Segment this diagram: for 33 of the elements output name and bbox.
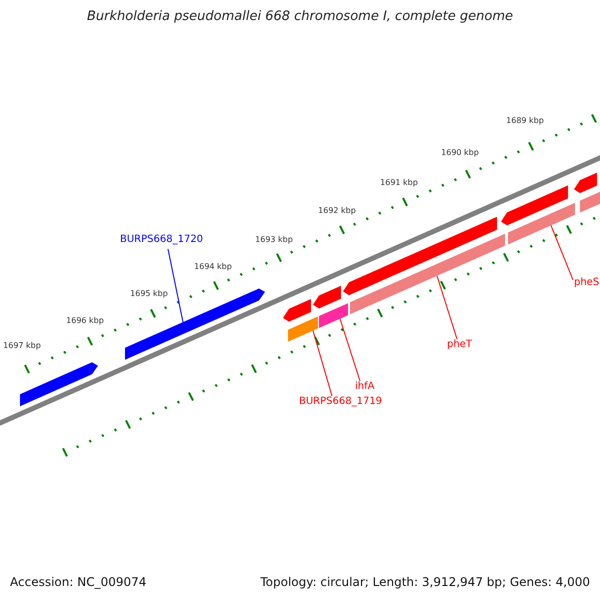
gene-label: ihfA (355, 381, 374, 392)
scale-label: 1697 kbp (3, 342, 41, 351)
scale-label: 1689 kbp (506, 117, 544, 126)
scale-label: 1695 kbp (130, 290, 168, 299)
genome-info-text: Topology: circular; Length: 3,912,947 bp; Genes: 4,000 (260, 576, 590, 590)
title: Burkholderia pseudomallei 668 chromosome I, complete genome (86, 10, 514, 24)
gene-feature (343, 216, 497, 296)
gene-feature (508, 202, 575, 244)
gene-feature (313, 286, 341, 308)
scale-label: 1691 kbp (380, 179, 418, 188)
gene-label: pheT (447, 339, 472, 350)
scale-label: 1693 kbp (255, 236, 293, 245)
gene-feature (350, 234, 505, 314)
leader-line (550, 224, 574, 280)
accession-text: Accession: NC_009074 (10, 576, 146, 590)
gene-label: BURPS668_1720 (120, 234, 204, 245)
leader-line (436, 275, 458, 340)
gene-label: pheS (574, 277, 600, 288)
leader-line (168, 248, 184, 323)
gene-feature (501, 185, 568, 226)
scale-label: 1690 kbp (441, 149, 479, 158)
scale-label: 1692 kbp (318, 207, 356, 216)
gene-feature (574, 172, 597, 194)
gene-label: BURPS668_1719 (299, 396, 382, 407)
gene-feature (125, 288, 265, 360)
gene-feature (319, 303, 348, 328)
leader-line (340, 318, 360, 382)
gene-feature (283, 299, 311, 322)
leader-line (312, 330, 332, 396)
gene-feature (20, 362, 98, 406)
scale-label: 1696 kbp (66, 317, 104, 326)
gene-feature (288, 316, 318, 342)
scale-label: 1694 kbp (194, 263, 232, 272)
